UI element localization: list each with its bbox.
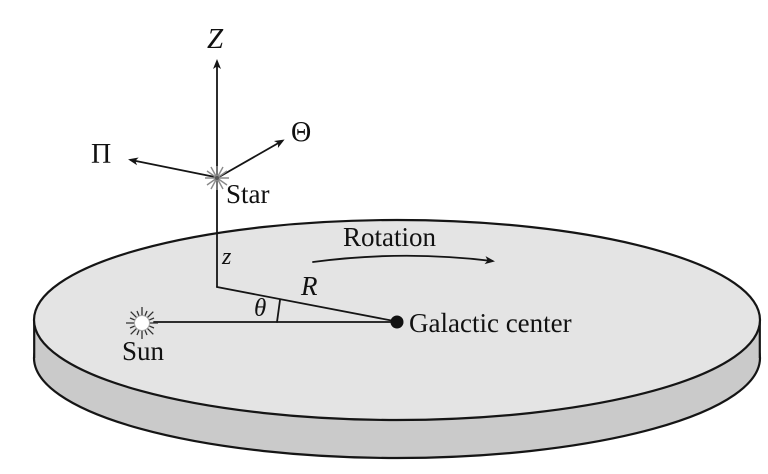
radius-label: R [300, 271, 318, 301]
pi-axis-label: Π [91, 139, 111, 170]
angle-theta-label: θ [254, 295, 266, 322]
theta-axis-label: Θ [291, 117, 311, 148]
sun-marker [126, 307, 158, 339]
rotation-arrow [312, 254, 495, 265]
z-axis-label: Z [207, 23, 224, 55]
rotation-label: Rotation [343, 222, 436, 252]
angle-tick [276, 299, 281, 323]
star-label: Star [226, 179, 270, 209]
z-height-label: z [221, 244, 232, 270]
sun-disc [134, 315, 150, 331]
sun-label: Sun [122, 336, 165, 366]
star-marker-center [215, 176, 219, 180]
galactic-center-label: Galactic center [409, 308, 572, 338]
galactic-disk [32, 218, 762, 460]
theta-axis-arrow [218, 139, 285, 178]
sun-rays [126, 307, 158, 339]
radius-line [216, 286, 395, 322]
galactic-center-dot [390, 315, 404, 329]
pi-axis-arrow [128, 157, 216, 178]
